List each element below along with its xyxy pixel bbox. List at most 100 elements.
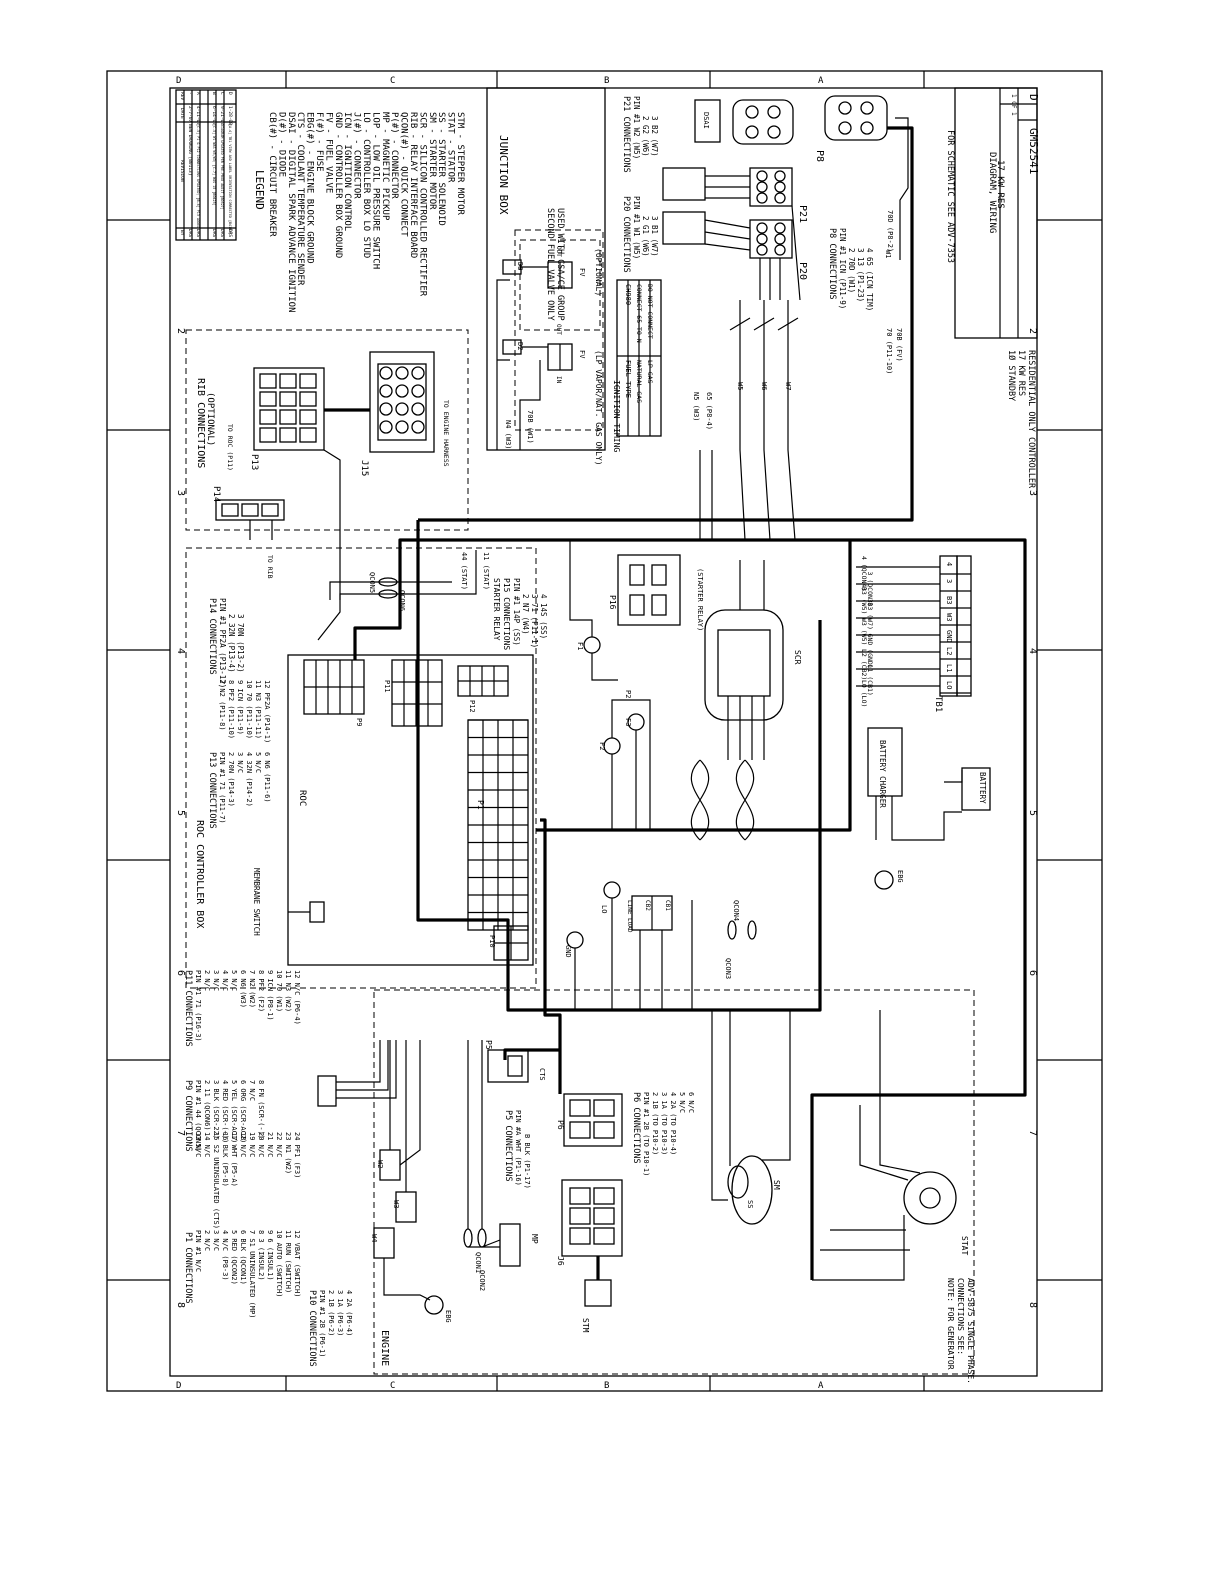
roc-controller-box: ROC CONTROLLER BOX P14 CONNECTIONS PIN #… [185,540,802,1010]
zone-markers [107,71,1102,1391]
sheet-border [106,70,1103,1392]
footer-standby: 1Ø STANDBY [1006,350,1017,401]
ebg-ground [874,870,894,890]
p1-conn-line-19: 20 N/C [257,1132,265,1157]
p16-label: P16 [608,595,617,610]
engine-ebg [424,1295,444,1315]
p13-cavity-2-0 [299,373,317,389]
p13-cavity-0-0 [259,373,277,389]
p9-label: P9 [355,718,363,726]
qcon5-connector [378,577,398,587]
ignition-timing-title: IGNITION TIMING [612,380,621,452]
p13-conn-line-0: PIN #1 71 (P11-7) [218,752,226,824]
p13-conn-line-8: 9 ICN (P11-9) [236,680,244,735]
p13-conn-line-11: 12 PF2A (P14-1) [263,680,271,743]
p1-conn-line-23: 24 PF1 (F3) [293,1132,301,1178]
p9-conn-line-2: 3 BLK (SCR-22) [212,1080,220,1139]
battery [961,767,991,811]
harness-e [536,540,852,832]
footer-kw: 17 KW RES [1016,350,1026,396]
ignition-row-1-fuel: LP GAS [646,360,654,384]
rib-region [185,329,469,531]
sm-label: SM [772,1180,781,1190]
rev-row-4-text: [A-4] TB1 VIEW AND LABEL ORIENTATION COR… [228,124,232,234]
p14-conn-title: P14 CONNECTIONS [207,598,217,675]
p10-conn-line-2: 3 1A (P6-3) [336,1290,344,1336]
rev-header-date: DATE [179,108,185,119]
qcon1-label: QCON1 [474,1252,482,1273]
p6-label: P6 [556,1120,565,1130]
zone-a-bottom: A [818,1381,824,1391]
rev-row-2-by: DRS [211,229,217,237]
p20-p21-wiring [704,175,751,251]
icn-wire [418,126,914,522]
legend-item-2: DSAI - DIGITAL SPARK ADVANCE IGNITION [286,112,296,312]
rib-title: RIB CONNECTIONS [195,378,206,468]
p21-line-0: PIN #1 W2 (W5) [632,96,641,159]
p13-cavity-1-2 [279,409,297,425]
p15-title: P15 CONNECTIONS [502,578,511,650]
p5-label: P5 [484,1040,493,1050]
starter-solenoid [727,1165,749,1199]
zone-7-right: 7 [1027,1130,1038,1136]
wire-65: 65 (P8-4) [705,392,713,430]
j15-cavity-1-1 [395,384,409,398]
fv-1-in: IN [555,376,562,384]
wire-44-stat: 44 (STAT) [460,552,468,590]
roc-title: ROC CONTROLLER BOX [194,820,205,928]
p2-label: P2 [624,690,632,698]
misc-wire-labels: N5 (W3) 65 (P8-4) W5 W6 W7 [692,382,792,430]
p5-connector [487,1049,529,1083]
zone-8-left: 8 [175,1302,186,1308]
p10-connections: P10 CONNECTIONS PIN #1 2B (P6-1)2 1B (P6… [307,1290,353,1367]
auto-run-switch [317,1075,337,1107]
f1-label: F1 [576,642,584,650]
p13-cavity-2-2 [299,409,317,425]
zone-2-left: 2 [175,328,186,334]
second-valve-region [519,239,601,331]
p1-conn-line-16: 17 WHT (P5-A) [230,1132,238,1187]
footer-residential: RESIDENTIAL ONLY CONTROLLER [1026,350,1036,489]
p21-line-1: 2 G2 (W6) [641,116,650,157]
p20-line-2: 3 B1 (W7) [650,216,659,257]
engine-boundary [373,989,975,1375]
note-line-3: ADV-5875 SINGLE PHASE. [966,1278,975,1384]
cb-load: LOAD [626,918,633,933]
p1-conn-line-3: 4 N/C (P8-3) [221,1230,229,1281]
j15-cavity-2-1 [411,384,425,398]
zone-5-right: 5 [1027,810,1038,816]
rev-row-3-by: DRS [219,229,225,237]
drawing-number: GM52541 [1027,128,1040,174]
f2-label: F2 [598,742,606,750]
p13-conn-title: P13 CONNECTIONS [207,752,217,829]
rev-row-3-date: 9-21-07 [219,106,225,125]
harness-f [503,1048,560,1060]
engine-region: ENGINE W2 W3 W4 EBG QCON1 QCON2 MP J6 ST… [317,989,975,1384]
stepper-motor [584,1279,612,1307]
wire-70b-fv: 70B (FV) [895,328,903,362]
p1-conn-line-11: 12 VBAT (SWITCH) [293,1230,301,1297]
legend-item-20: STM - STEPPER MOTOR [455,112,465,216]
roc-board [287,654,534,966]
optional-label: (OPTIONAL) [594,248,603,296]
f1-fuse [583,636,601,654]
p5-connections: P5 CONNECTIONS PIN #A WHT (P1-16) B BLK … [503,1110,531,1189]
p6-connector [563,1093,623,1147]
scr-rectifier [704,609,784,721]
wire-n5: N5 (W3) [692,392,700,422]
p9-conn-line-0: PIN #1 44 (QCON5) [194,1080,202,1152]
stm-label: STM [581,1318,590,1333]
scr-leads [727,560,765,760]
legend-item-19: STAT - STATOR [446,112,456,183]
p10-conn-line-0: PIN #1 2B (P6-1) [318,1290,326,1357]
w5-w7-splices [729,317,799,331]
starter-relay-title: STARTER RELAY [492,578,501,641]
p13-conn-line-4: 5 N/C [254,752,262,773]
p13-conn-line-5: 6 N6 (P11-6) [263,752,271,803]
rev-letter: D [1027,94,1040,101]
legend-title: LEGEND [253,170,266,210]
p6-conn-line-4: 5 N/C [678,1092,686,1113]
lo-label: LO [600,905,608,913]
